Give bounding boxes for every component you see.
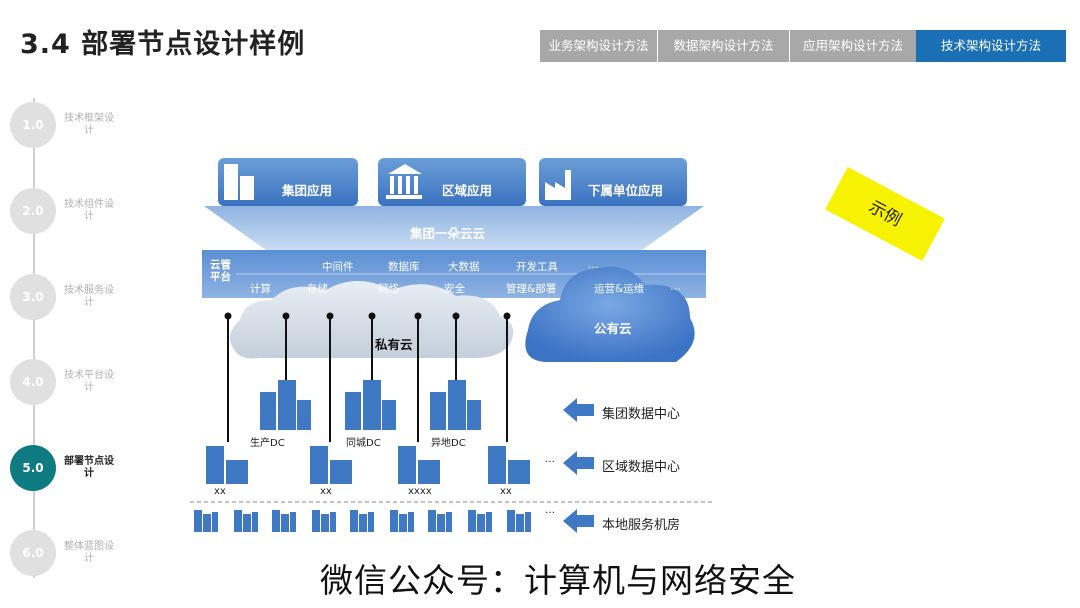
timeline-step-6[interactable]: 6.0: [10, 530, 56, 576]
timeline-step-1[interactable]: 1.0: [10, 102, 56, 148]
arrow-label-group-dc: 集团数据中心: [602, 407, 681, 422]
public-cloud: [525, 266, 695, 362]
building-icon: [310, 446, 352, 484]
regional-buildings: [206, 446, 530, 484]
arrow-icons: [563, 398, 594, 533]
cloud-funnel: [204, 206, 704, 250]
platform-item: 运营&运维: [594, 283, 645, 295]
platform-item: 大数据: [448, 261, 480, 273]
app-label-region: 区域应用: [442, 183, 493, 198]
timeline-step-4[interactable]: 4.0: [10, 359, 56, 405]
building-icon: [488, 446, 530, 484]
platform-item: 计算: [250, 283, 271, 295]
public-cloud-label: 公有云: [594, 321, 632, 336]
platform-item: 网络: [378, 283, 399, 295]
page-title: 3.4 部署节点设计样例: [20, 29, 306, 60]
platform-name: 云管平台: [210, 259, 231, 283]
local-buildings: [194, 510, 531, 532]
regional-label: xx: [214, 486, 226, 497]
building-icon: [345, 380, 396, 430]
platform-item: 存储: [307, 283, 328, 295]
building-icon: [260, 380, 311, 430]
arrow-label-region-dc: 区域数据中心: [602, 460, 681, 475]
dc-buildings: [260, 380, 481, 430]
timeline-label-1: 技术框架设计: [64, 113, 114, 136]
building-icon: [234, 510, 258, 532]
building-icon: [468, 510, 492, 532]
app-box-sub: [539, 158, 687, 206]
regional-label: xx: [500, 486, 512, 497]
platform-item: …: [588, 259, 599, 271]
connector-lines: [227, 316, 508, 442]
building-icon: [350, 510, 374, 532]
timeline-step-5[interactable]: 5.0: [10, 445, 56, 491]
watermark-text: 微信公众号：计算机与网络安全: [320, 561, 796, 600]
building-icon: [428, 510, 452, 532]
tab-business-architecture[interactable]: 业务架构设计方法: [540, 30, 658, 62]
bank-icon: [386, 164, 422, 199]
left-arrow-icon: [563, 509, 594, 533]
platform-item: 安全: [444, 283, 465, 295]
building-icon: [224, 164, 254, 200]
tab-application-architecture[interactable]: 应用架构设计方法: [790, 30, 916, 62]
building-icon: [390, 510, 414, 532]
dc-label: 异地DC: [431, 438, 466, 449]
timeline-label-4: 技术平台设计: [64, 370, 114, 393]
timeline-label-5: 部署节点设计: [64, 456, 114, 479]
left-arrow-icon: [563, 398, 594, 422]
building-icon: [312, 510, 336, 532]
building-icon: [430, 380, 481, 430]
tab-data-architecture[interactable]: 数据架构设计方法: [658, 30, 790, 62]
platform-item: …: [670, 281, 681, 293]
building-icon: [194, 510, 218, 532]
timeline-step-2[interactable]: 2.0: [10, 188, 56, 234]
timeline-line: [33, 98, 35, 578]
tab-technical-architecture[interactable]: 技术架构设计方法: [916, 30, 1066, 62]
dc-label: 生产DC: [250, 438, 285, 449]
factory-icon: [545, 170, 571, 200]
platform-item: 开发工具: [516, 261, 558, 273]
timeline-label-6: 整体蓝图设计: [64, 541, 114, 564]
building-icon: [206, 446, 248, 484]
left-arrow-icon: [563, 451, 594, 475]
timeline-label-2: 技术组件设计: [64, 199, 114, 222]
platform-item: 管理&部署: [506, 283, 557, 295]
cloud-funnel-label: 集团一朵云云: [410, 226, 486, 241]
timeline-step-3[interactable]: 3.0: [10, 274, 56, 320]
app-label-group: 集团应用: [282, 183, 333, 198]
ellipsis: …: [545, 505, 555, 516]
app-label-sub: 下属单位应用: [588, 183, 664, 198]
building-icon: [272, 510, 296, 532]
tab-bar: 业务架构设计方法 数据架构设计方法 应用架构设计方法 技术架构设计方法: [540, 30, 1066, 62]
ellipsis: …: [545, 454, 555, 465]
arrow-label-local-room: 本地服务机房: [602, 518, 681, 533]
connector-dots: [224, 312, 511, 320]
timeline-label-3: 技术服务设计: [64, 285, 114, 308]
platform-item: 数据库: [388, 261, 420, 273]
dc-label: 同城DC: [346, 438, 381, 449]
private-cloud-label: 私有云: [375, 337, 413, 352]
building-icon: [398, 446, 440, 484]
platform-item: 中间件: [322, 261, 354, 273]
building-icon: [507, 510, 531, 532]
regional-label: xx: [320, 486, 332, 497]
regional-label: xxxx: [408, 486, 432, 497]
